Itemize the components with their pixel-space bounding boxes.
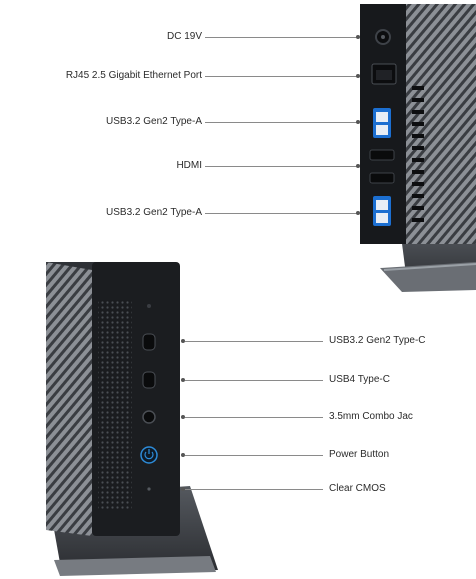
label-usb32-type-a-1: USB3.2 Gen2 Type-A <box>106 116 202 127</box>
top-ports <box>369 29 397 226</box>
leader-dc-19v <box>205 37 358 38</box>
leader-dot-power-button <box>181 453 185 457</box>
leader-usb4-type-c <box>185 380 323 381</box>
leader-dot-usb4-type-c <box>181 378 185 382</box>
label-usb4-type-c: USB4 Type-C <box>329 374 390 385</box>
leader-dot-audio-jack <box>181 415 185 419</box>
label-audio-jack: 3.5mm Combo Jac <box>329 411 413 422</box>
leader-dot-usb32-type-a-1 <box>356 120 360 124</box>
leader-hdmi <box>205 166 358 167</box>
leader-dot-clear-cmos <box>181 487 185 491</box>
leader-dot-dc-19v <box>356 35 360 39</box>
leader-dot-hdmi <box>356 164 360 168</box>
leader-dot-usb32-type-c <box>181 339 185 343</box>
label-hdmi: HDMI <box>176 160 202 171</box>
leader-usb32-type-a-2 <box>205 213 358 214</box>
leader-usb32-type-a-1 <box>205 122 358 123</box>
leader-clear-cmos <box>185 489 323 490</box>
label-rj45-port: RJ45 2.5 Gigabit Ethernet Port <box>65 70 202 81</box>
label-usb32-type-a-2: USB3.2 Gen2 Type-A <box>106 207 202 218</box>
label-dc-19v: DC 19V <box>166 31 202 42</box>
bottom-device-body <box>46 262 180 536</box>
bottom-ports <box>140 304 158 491</box>
leader-power-button <box>185 455 323 456</box>
leader-dot-usb32-type-a-2 <box>356 211 360 215</box>
leader-dot-rj45-port <box>356 74 360 78</box>
label-power-button: Power Button <box>329 449 390 460</box>
label-clear-cmos: Clear CMOS <box>329 483 386 494</box>
leader-audio-jack <box>185 417 323 418</box>
leader-usb32-type-c <box>185 341 323 342</box>
label-usb32-type-c: USB3.2 Gen2 Type-C <box>329 335 426 346</box>
leader-rj45-port <box>205 76 358 77</box>
